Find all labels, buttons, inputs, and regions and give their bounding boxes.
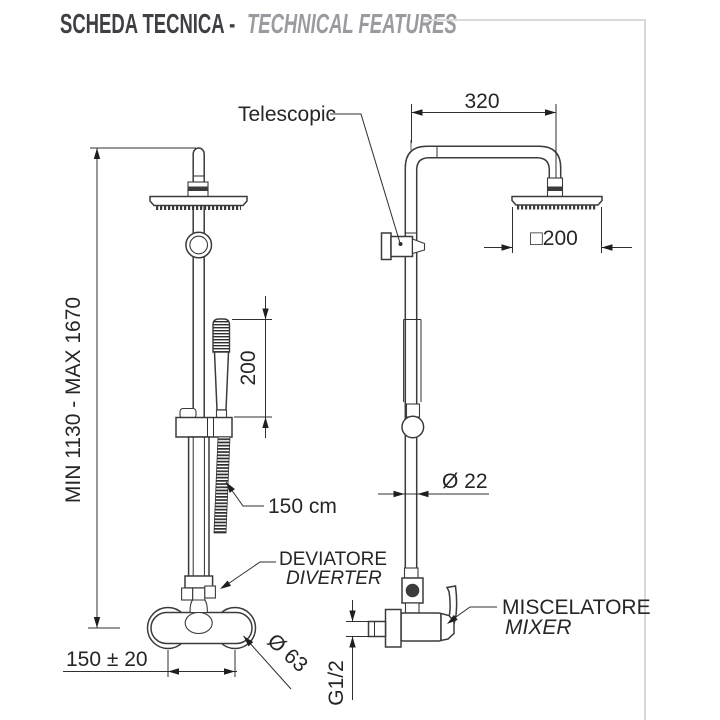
- dimension-arm-projection: 320: [411, 90, 557, 192]
- head-size-value: □200: [530, 227, 578, 250]
- dimension-thread: G1/2: [325, 600, 369, 706]
- hose-length-callout: 150 cm: [225, 481, 337, 518]
- hand-shower: [212, 318, 231, 419]
- dimension-handshower-length: 200: [232, 296, 272, 438]
- hand-shower-side-profile: [401, 319, 425, 439]
- title-english: TECHNICAL FEATURES: [246, 8, 457, 39]
- column-and-arm: [404, 145, 562, 579]
- column-height-value: MIN 1130 - MAX 1670: [62, 297, 85, 503]
- title-italian: SCHEDA TECNICA -: [60, 8, 236, 39]
- dimension-head-size: □200: [484, 207, 632, 253]
- head-connector: [187, 181, 209, 198]
- mixer-label-en: MIXER: [505, 616, 572, 639]
- front-view-figure: MIN 1130 - MAX 1670: [62, 147, 387, 690]
- side-view-figure: 320 □200: [238, 90, 651, 706]
- thread-value: G1/2: [325, 660, 348, 706]
- dimension-inlet-distance: 150 ± 20: [63, 648, 237, 677]
- pipe-diameter-value: Ø 22: [442, 470, 488, 493]
- inlet-distance-value: 150 ± 20: [66, 648, 148, 671]
- frame-line-top: [424, 19, 646, 21]
- shower-hose: [213, 436, 231, 534]
- arm-projection-value: 320: [464, 90, 499, 113]
- overhead-shower-side: [511, 177, 603, 210]
- mixer-side-view: [367, 567, 458, 648]
- telescopic-label: Telescopic: [238, 103, 336, 126]
- diverter-assembly: [181, 585, 216, 603]
- frame-line-right: [644, 19, 646, 720]
- diverter-label-en: DIVERTER: [286, 568, 382, 589]
- mixer-callout: MISCELATORE MIXER: [447, 596, 651, 639]
- hose-length-value: 150 cm: [268, 495, 337, 518]
- dimension-pipe-diameter: Ø 22: [378, 470, 489, 498]
- mixer-label-it: MISCELATORE: [502, 596, 651, 619]
- handshower-length-value: 200: [237, 350, 260, 385]
- diverter-label-it: DEVIATORE: [279, 549, 387, 570]
- telescopic-callout: Telescopic: [238, 103, 403, 246]
- overhead-shower: [149, 195, 248, 211]
- lower-column-tube: [184, 436, 214, 589]
- telescopic-bracket: [380, 232, 426, 261]
- mixer-front-view: [146, 599, 257, 650]
- diverter-callout: DEVIATORE DIVERTER: [220, 549, 387, 589]
- dimension-column-height: MIN 1130 - MAX 1670: [62, 147, 196, 629]
- pipe-ring: [185, 231, 213, 259]
- page-title: SCHEDA TECNICA - TECHNICAL FEATURES: [60, 8, 457, 40]
- escutcheon-diameter-value: Ø 63: [263, 629, 312, 677]
